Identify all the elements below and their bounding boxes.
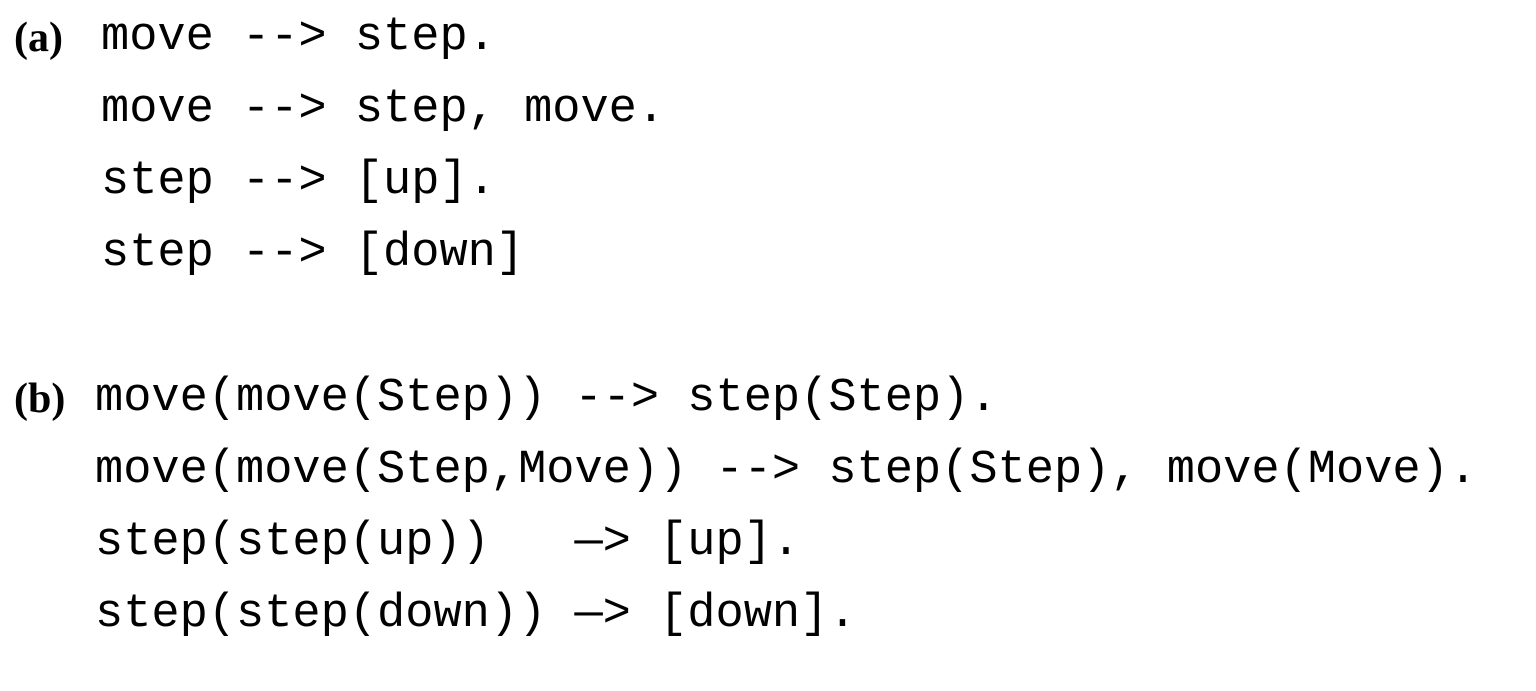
code-line: step(step(up)) —> [up]. (95, 516, 801, 569)
panel-a-code-block: move --> step. move --> step, move. step… (101, 2, 665, 290)
panel-b-code-block: move(move(Step)) --> step(Step). move(mo… (95, 363, 1477, 651)
code-line: step(step(down)) —> [down]. (95, 588, 857, 641)
code-line: move --> step. (101, 11, 496, 64)
code-line: move(move(Step,Move)) --> step(Step), mo… (95, 444, 1478, 497)
code-line: step --> [up]. (101, 155, 496, 208)
code-line: move --> step, move. (101, 83, 666, 136)
code-line: step --> [down] (101, 227, 525, 280)
code-line: move(move(Step)) --> step(Step). (95, 372, 998, 425)
panel-a-label: (a) (14, 15, 63, 61)
panel-b-label: (b) (14, 376, 66, 422)
